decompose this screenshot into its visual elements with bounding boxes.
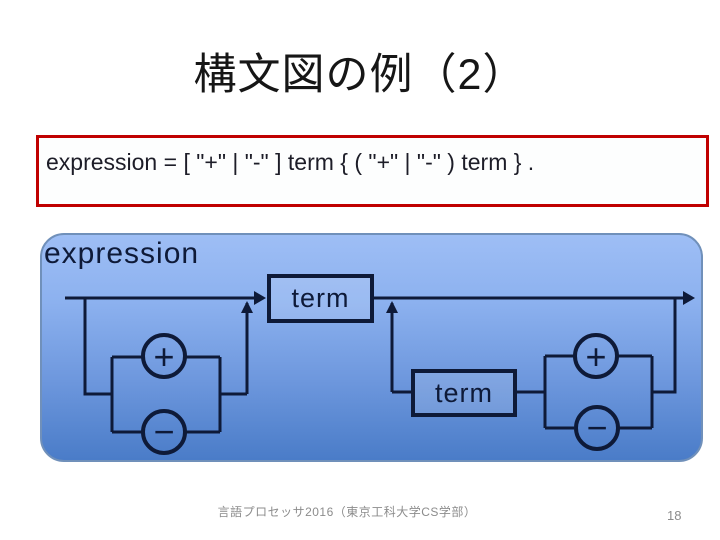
term-box-1: term: [267, 274, 374, 323]
ebnf-rule-text: expression = [ "+" | "-" ] term { ( "+" …: [46, 149, 535, 175]
term-box-1-label: term: [291, 283, 350, 313]
term-box-2-label: term: [435, 377, 493, 408]
diagram-label: expression: [44, 237, 200, 270]
footer-text: 言語プロセッサ2016（東京工科大学CS学部）: [217, 505, 477, 519]
ebnf-rule-box: expression = [ "+" | "-" ] term { ( "+" …: [36, 135, 709, 207]
page-number: 18: [667, 508, 682, 523]
slide-title: 構文図の例（2）: [193, 51, 527, 99]
term-box-2: term: [411, 369, 517, 417]
